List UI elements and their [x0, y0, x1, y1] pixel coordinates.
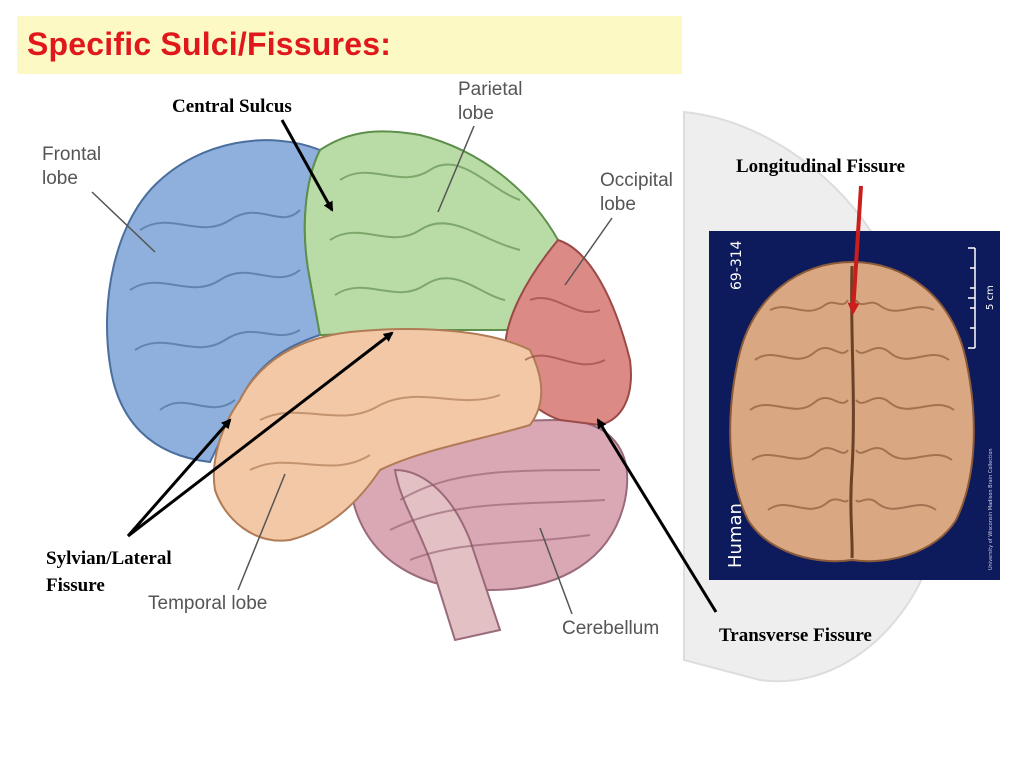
- lateral-brain-illustration: [106, 130, 632, 642]
- transverse-fissure-arrow: [596, 418, 718, 613]
- photo-species-label: Human: [725, 503, 746, 568]
- photo-specimen-id: 69-314: [729, 240, 745, 290]
- sylvian-arrow-long: [127, 331, 394, 538]
- parietal-label-line2: lobe: [458, 103, 494, 124]
- temporal-leader-line: [237, 473, 286, 591]
- temporal-label: Temporal lobe: [148, 593, 267, 614]
- central-sulcus-arrow: [280, 119, 334, 212]
- temporal-lobe-region: [212, 328, 543, 542]
- lobe-labels: Frontal lobe Parietal lobe Occipital lob…: [42, 79, 673, 639]
- photo-credit: University of Wisconsin Madison Brain Co…: [988, 448, 994, 570]
- transverse-fissure-label: Transverse Fissure: [719, 625, 872, 646]
- parietal-label-line1: Parietal: [458, 79, 522, 100]
- sylvian-arrow-short: [126, 418, 232, 537]
- frontal-label-line1: Frontal: [42, 144, 101, 165]
- cerebellum-leader-line: [539, 527, 573, 615]
- top-view-brain-photo: 69-314 Human 5 cm University of Wisconsi…: [709, 231, 1000, 580]
- frontal-label-line2: lobe: [42, 168, 78, 189]
- occipital-leader-line: [564, 217, 613, 286]
- cerebellum-label: Cerebellum: [562, 618, 659, 639]
- longitudinal-fissure-arrow: [847, 185, 863, 315]
- title-band: Specific Sulci/Fissures:: [17, 16, 682, 74]
- longitudinal-fissure-label: Longitudinal Fissure: [736, 156, 905, 177]
- callout-arrows: [126, 119, 863, 613]
- gyri-texture: [129, 163, 606, 561]
- central-sulcus-label: Central Sulcus: [172, 96, 292, 117]
- occipital-label-line2: lobe: [600, 194, 636, 215]
- callout-labels: Central Sulcus Sylvian/Lateral Fissure L…: [46, 96, 905, 646]
- parietal-leader-line: [437, 125, 475, 213]
- brainstem-region: [393, 468, 502, 642]
- frontal-leader-line: [91, 191, 156, 253]
- top-view-gyri: [749, 299, 955, 511]
- occipital-label-line1: Occipital: [600, 170, 673, 191]
- photo-scale-label: 5 cm: [985, 285, 996, 310]
- photo-scale-bar: [968, 247, 976, 349]
- sylvian-label-line1: Sylvian/Lateral: [46, 548, 172, 569]
- longitudinal-fissure-line: [849, 265, 855, 559]
- sylvian-label-line2: Fissure: [46, 575, 105, 596]
- slide-title: Specific Sulci/Fissures:: [27, 26, 392, 62]
